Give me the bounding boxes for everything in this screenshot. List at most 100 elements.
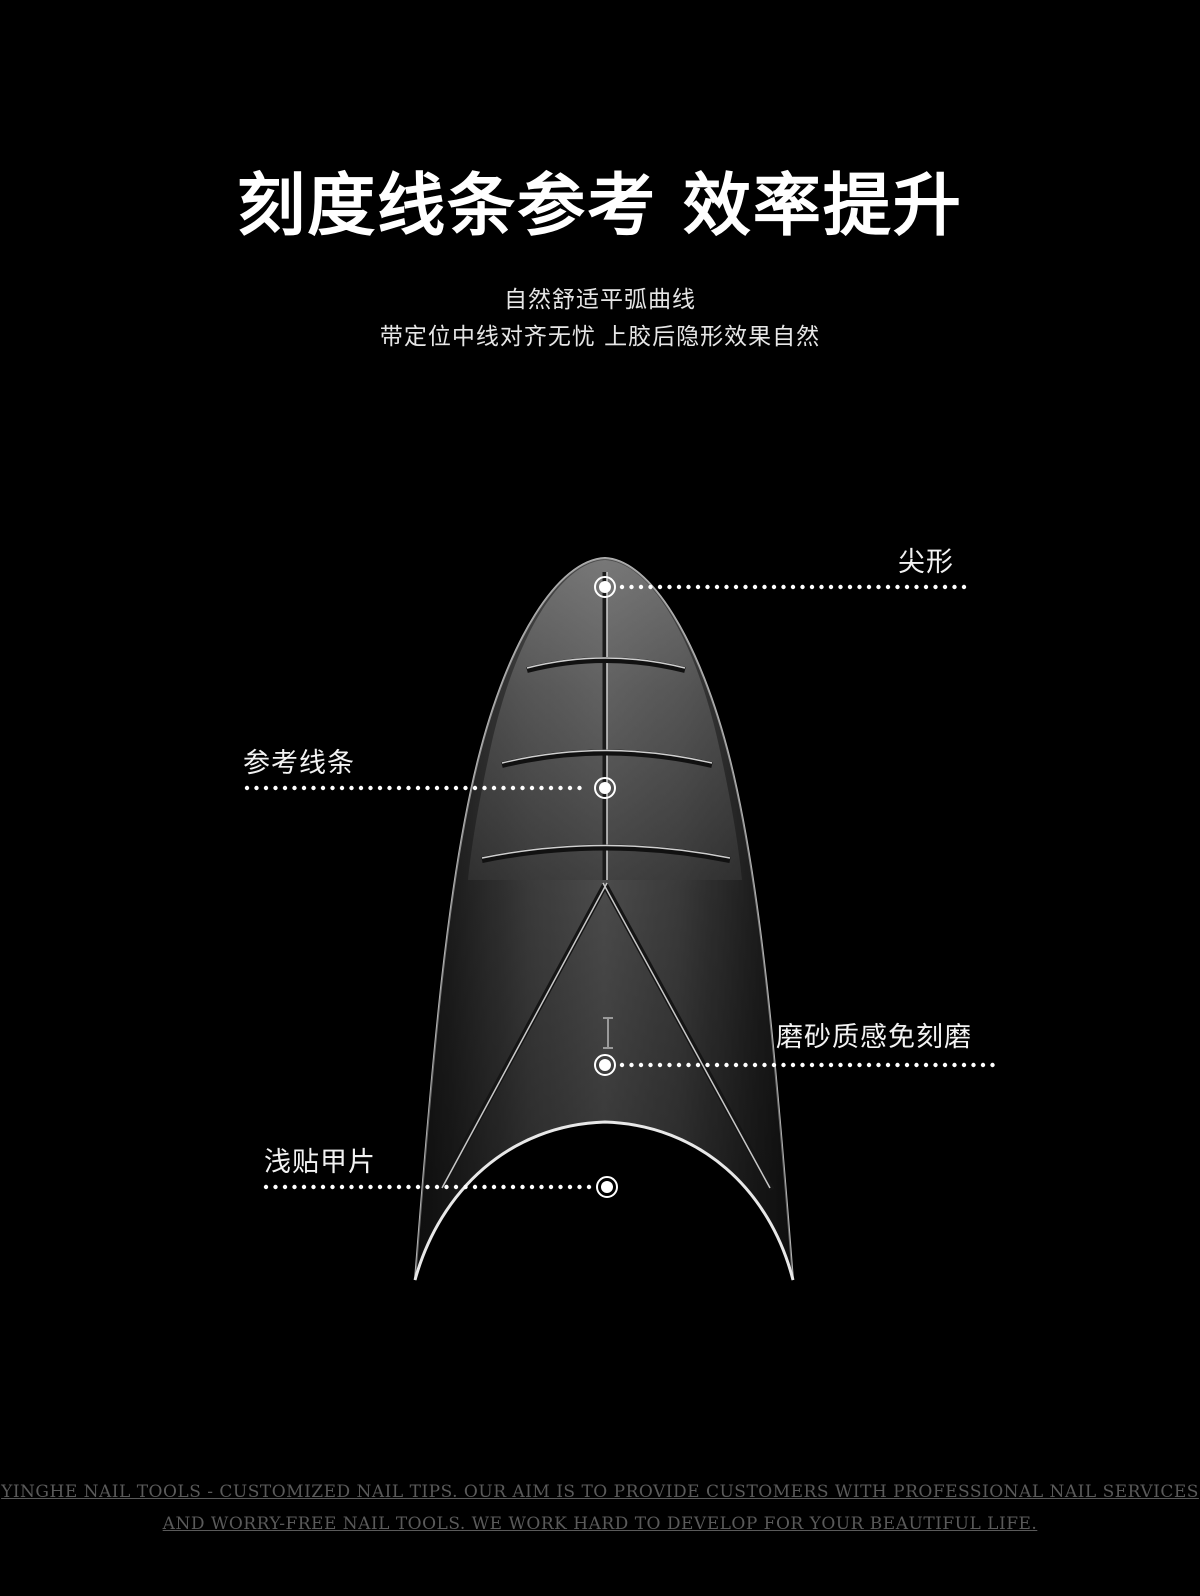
leader-dot	[686, 584, 691, 590]
leader-dot	[339, 1184, 345, 1190]
leader-dot	[904, 1062, 910, 1068]
leader-dot	[781, 584, 786, 590]
leader-dot	[425, 1184, 430, 1190]
leader-dot	[629, 1062, 634, 1068]
leader-dot	[567, 1184, 573, 1190]
leader-dot	[425, 785, 430, 791]
callout-tip	[594, 576, 616, 598]
leader-dot	[510, 785, 516, 791]
leader-dot	[358, 1184, 364, 1190]
leader-dot	[548, 1184, 554, 1190]
leader-dot	[990, 1062, 995, 1068]
leader-dot	[529, 1184, 535, 1190]
leader-dot	[828, 584, 834, 590]
leader-dot	[923, 1062, 929, 1068]
leader-dot	[415, 1184, 421, 1190]
leader-dot	[961, 1062, 967, 1068]
leader-dot	[667, 1062, 672, 1068]
leader-dot	[463, 1184, 468, 1190]
leader-dot	[866, 584, 872, 590]
leader-dot	[885, 1062, 891, 1068]
leader-dot	[648, 584, 653, 590]
leader-dot	[396, 785, 402, 791]
leader-dot	[809, 584, 815, 590]
leader-dot	[676, 1062, 682, 1068]
leader-dot	[358, 785, 364, 791]
leader-dot	[923, 584, 929, 590]
leader-dot	[676, 584, 682, 590]
leader-dot	[273, 785, 278, 791]
leader-dot	[311, 785, 316, 791]
leader-dot	[648, 1062, 653, 1068]
leader-dot	[444, 1184, 449, 1190]
leader-dot	[368, 785, 373, 791]
leader-dot	[657, 584, 663, 590]
leader-dot	[933, 584, 938, 590]
leader-dot	[914, 584, 919, 590]
leader-dot	[819, 1062, 824, 1068]
leader-dot	[629, 584, 634, 590]
leader-dot	[482, 1184, 487, 1190]
leader-dot	[434, 1184, 440, 1190]
leader-dot	[577, 1184, 582, 1190]
leader-dot	[819, 584, 824, 590]
leader-dot	[434, 785, 440, 791]
leader-dot	[705, 584, 710, 590]
leader-dot	[510, 1184, 516, 1190]
leader-dot	[415, 785, 421, 791]
leader-dot	[752, 1062, 758, 1068]
leader-dot	[667, 584, 672, 590]
leader-dot	[567, 785, 573, 791]
leader-dot	[539, 785, 544, 791]
leader-dot	[586, 1184, 592, 1190]
leader-dot	[254, 785, 259, 791]
leader-dot	[980, 1062, 986, 1068]
leader-dot	[762, 1062, 767, 1068]
leader-dot	[790, 1062, 796, 1068]
leader-dot	[752, 584, 758, 590]
leader-dot	[491, 1184, 497, 1190]
leader-dot	[349, 1184, 354, 1190]
callout-matte	[594, 1054, 616, 1076]
leader-dot	[244, 785, 250, 791]
callout-shallow	[596, 1176, 618, 1198]
leader-dot	[733, 584, 739, 590]
leader-dot	[453, 785, 459, 791]
footer-line-2: AND WORRY-FREE NAIL TOOLS. WE WORK HARD …	[162, 1514, 1038, 1534]
leader-dot	[714, 1062, 720, 1068]
leader-dot	[529, 785, 535, 791]
leader-dot	[292, 1184, 297, 1190]
leader-dot	[781, 1062, 786, 1068]
leader-dot	[377, 785, 383, 791]
leader-dot	[838, 1062, 843, 1068]
callout-lines	[594, 777, 616, 799]
leader-dot	[800, 1062, 805, 1068]
leader-dot	[904, 584, 910, 590]
leader-dot	[292, 785, 297, 791]
leader-dot	[847, 1062, 853, 1068]
leader-dot	[714, 584, 720, 590]
leader-dot	[743, 1062, 748, 1068]
leader-dot	[914, 1062, 919, 1068]
leader-dot	[472, 1184, 478, 1190]
leader-dot	[406, 1184, 411, 1190]
leader-dot	[866, 1062, 872, 1068]
leader-dot	[311, 1184, 316, 1190]
leader-dot	[952, 1062, 957, 1068]
leader-dot	[368, 1184, 373, 1190]
leader-dot	[501, 1184, 506, 1190]
leader-dot	[695, 1062, 701, 1068]
leader-dot	[282, 785, 288, 791]
leader-dot	[482, 785, 487, 791]
leader-dot	[695, 584, 701, 590]
leader-dot	[724, 1062, 729, 1068]
leader-dot	[558, 1184, 563, 1190]
leader-dot	[838, 584, 843, 590]
leader-dot	[828, 1062, 834, 1068]
leader-dot	[942, 1062, 948, 1068]
leader-dot	[548, 785, 554, 791]
leader-dot	[491, 785, 497, 791]
leader-dot	[800, 584, 805, 590]
leader-dot	[885, 584, 891, 590]
leader-dot	[263, 785, 269, 791]
